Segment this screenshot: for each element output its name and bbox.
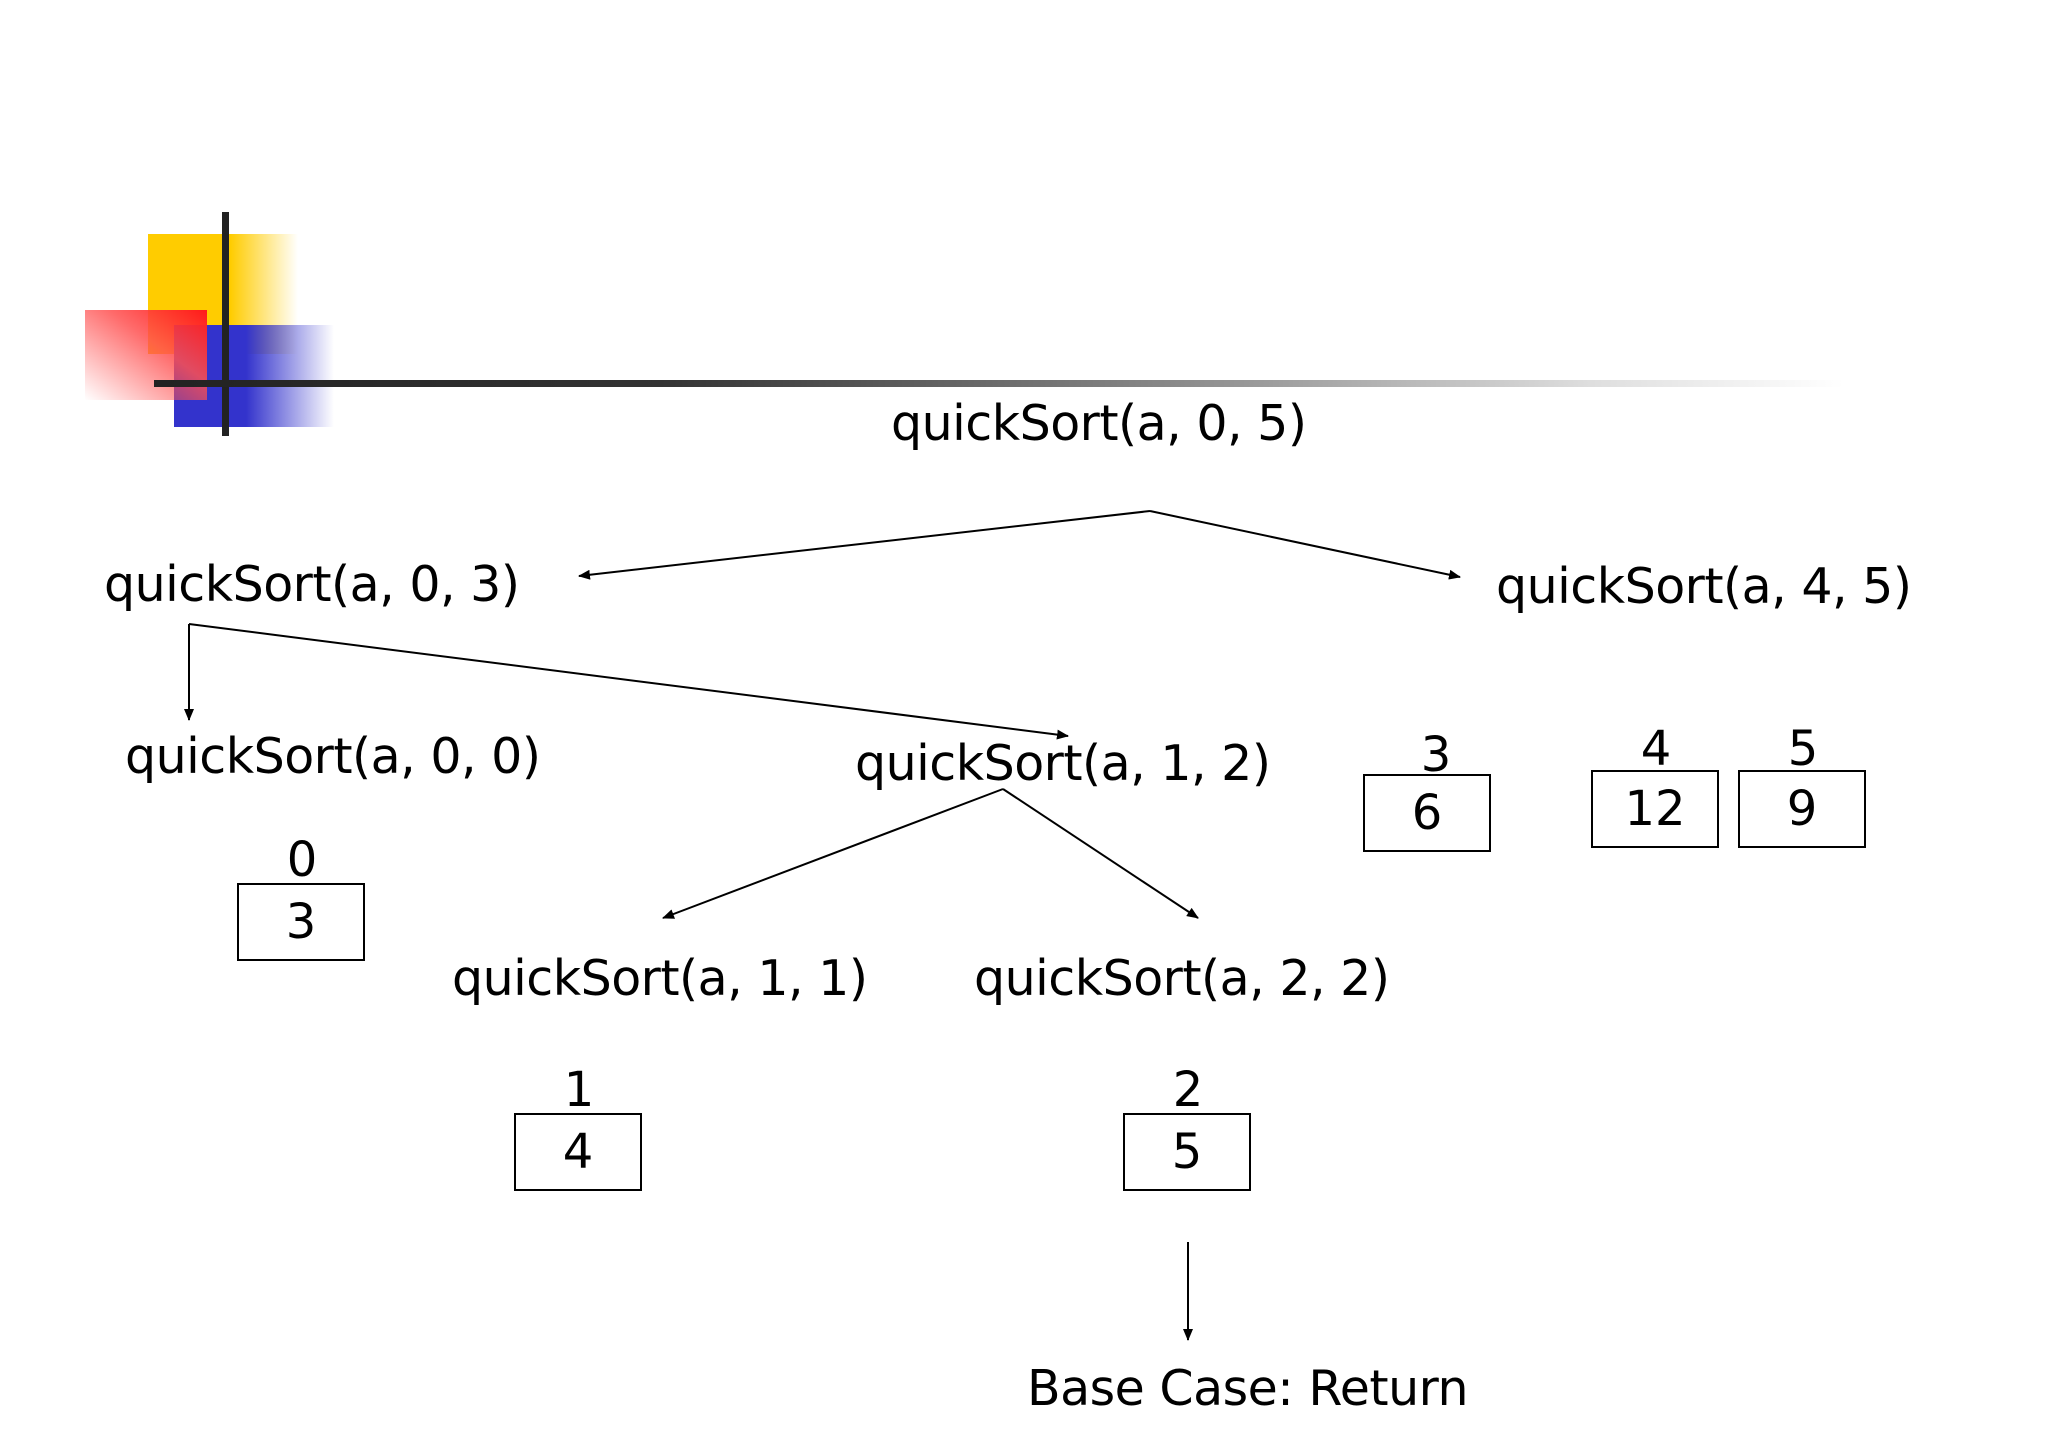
- title-rule-line: [154, 380, 1844, 387]
- array-cell: 3: [237, 883, 365, 961]
- arrow-lr-to-lrr: [1002, 788, 1199, 919]
- arrow-root-to-right: [1149, 510, 1461, 580]
- call-left: quickSort(a, 0, 3): [104, 556, 520, 613]
- cell-index: 4: [1640, 721, 1672, 777]
- array-cell: 6: [1363, 774, 1491, 852]
- cell-index: 2: [1172, 1062, 1204, 1118]
- call-root: quickSort(a, 0, 5): [891, 395, 1307, 452]
- arrow-lr-to-lrl: [662, 788, 1004, 919]
- call-left-left: quickSort(a, 0, 0): [125, 728, 541, 785]
- call-right: quickSort(a, 4, 5): [1496, 558, 1912, 615]
- array-cell: 12: [1591, 770, 1719, 848]
- cell-index: 3: [1420, 727, 1452, 783]
- arrow-root-to-left: [578, 510, 1151, 580]
- base-case-label: Base Case: Return: [1027, 1360, 1469, 1417]
- logo-vertical-line: [222, 212, 229, 436]
- cell-index: 5: [1787, 721, 1819, 777]
- arrow-left-to-lr: [188, 623, 1069, 740]
- call-lr-right: quickSort(a, 2, 2): [974, 950, 1390, 1007]
- array-cell: 9: [1738, 770, 1866, 848]
- array-cell: 4: [514, 1113, 642, 1191]
- call-left-right: quickSort(a, 1, 2): [855, 735, 1271, 792]
- array-cell: 5: [1123, 1113, 1251, 1191]
- call-lr-left: quickSort(a, 1, 1): [452, 950, 868, 1007]
- cell-index: 1: [563, 1062, 595, 1118]
- cell-index: 0: [286, 832, 318, 888]
